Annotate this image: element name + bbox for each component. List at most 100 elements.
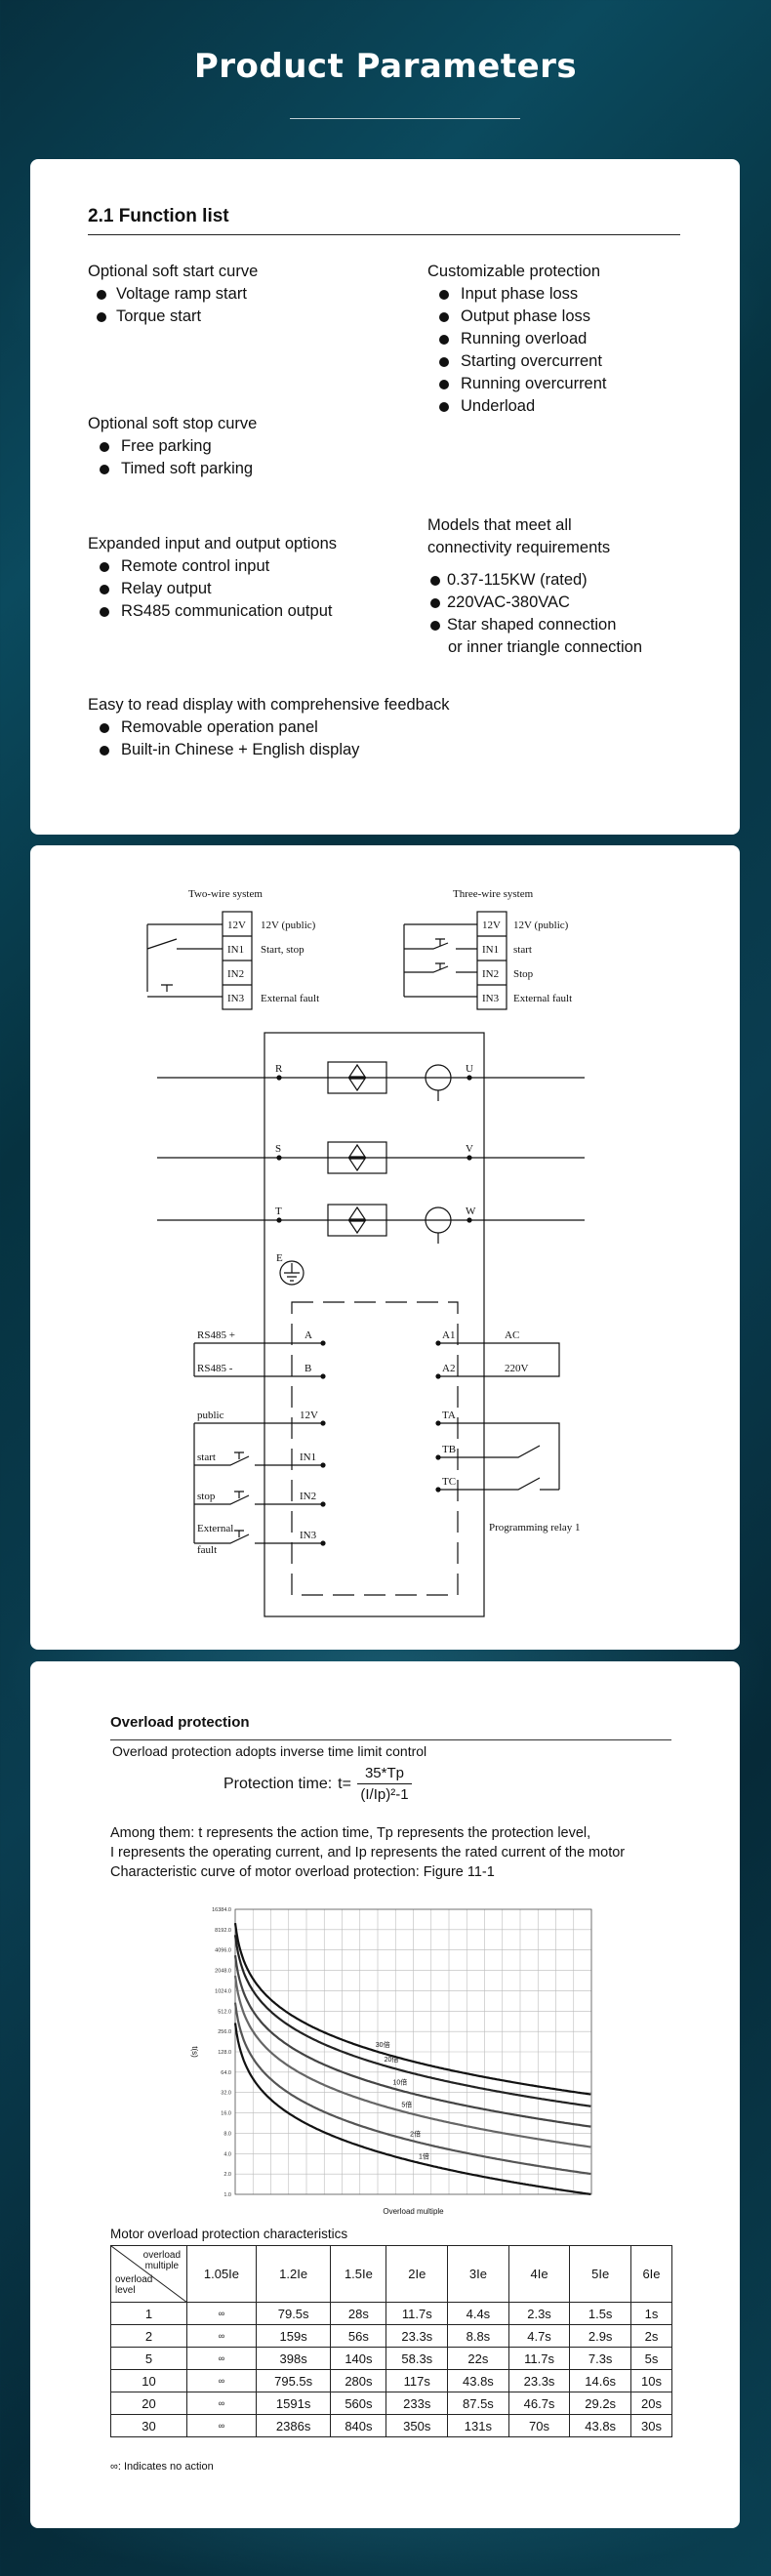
table-cell: 233s <box>386 2392 449 2415</box>
series-label: 10倍 <box>392 2077 407 2086</box>
table-cell: 20s <box>629 2392 673 2415</box>
corner-text: level <box>115 2285 136 2296</box>
y-tick-label: 2048.0 <box>215 1969 231 1975</box>
table-column-header: 1.2Ie <box>255 2245 332 2303</box>
list-item: Input phase loss <box>427 283 607 306</box>
phase-T <box>157 1204 585 1244</box>
soft-start-block: Optional soft start curve Voltage ramp s… <box>88 261 258 328</box>
table-cell: 280s <box>330 2369 387 2392</box>
corner-text: overload <box>115 2274 153 2285</box>
table-row-header: 20 <box>110 2392 187 2415</box>
y-tick-label: 16384.0 <box>212 1907 231 1913</box>
series-label: 1倍 <box>419 2152 429 2161</box>
series-line <box>233 2023 591 2195</box>
section-divider <box>110 1739 671 1740</box>
phase-S <box>157 1141 585 1174</box>
table-cell: 840s <box>330 2414 387 2437</box>
y-tick-label: 1024.0 <box>215 1988 231 1994</box>
voltage-label: 220V <box>505 1363 529 1374</box>
table-cell: 4.7s <box>507 2324 571 2348</box>
relay-terminal: TA <box>442 1410 456 1421</box>
table-cell: 2.3s <box>507 2302 571 2325</box>
terminal-desc: Start, stop <box>261 944 304 956</box>
corner-text: multiple <box>144 2261 180 2271</box>
y-tick-label: 512.0 <box>218 2009 231 2015</box>
terminal-label: IN2 <box>482 968 499 980</box>
three-wire-title: Three-wire system <box>453 888 534 900</box>
y-axis-label: t(s) <box>190 2046 199 2058</box>
models-block: Models that meet all connectivity requir… <box>427 514 642 659</box>
y-tick-label: 128.0 <box>218 2050 231 2056</box>
explanation-line: Characteristic curve of motor overload p… <box>110 1864 495 1880</box>
y-tick-label: 256.0 <box>218 2029 231 2035</box>
phase-label: U <box>466 1063 473 1075</box>
y-tick-label: 8.0 <box>223 2131 231 2137</box>
table-cell: 58.3s <box>386 2347 449 2370</box>
rs485-minus-label: RS485 - <box>197 1363 233 1374</box>
table-cell: 30s <box>629 2414 673 2437</box>
table-column-header: 2Ie <box>386 2245 449 2303</box>
corner-diagonal <box>111 2246 187 2303</box>
series-line <box>233 1955 591 2128</box>
explanation-line: I represents the operating current, and … <box>110 1845 626 1860</box>
table-cell: 398s <box>255 2347 332 2370</box>
ground-icon <box>279 1260 304 1286</box>
list-item: 0.37-115KW (rated) <box>427 569 642 592</box>
terminal-desc: 12V (public) <box>513 920 569 931</box>
table-cell: 2.9s <box>569 2324 631 2348</box>
section-title: Overload protection <box>110 1714 250 1731</box>
table-cell: 1591s <box>255 2392 332 2415</box>
table-cell: 46.7s <box>507 2392 571 2415</box>
page-title: Product Parameters <box>193 47 578 86</box>
table-column-header: 3Ie <box>447 2245 509 2303</box>
table-cell: 560s <box>330 2392 387 2415</box>
terminal-label: B <box>304 1363 311 1374</box>
y-tick-label: 16.0 <box>221 2111 231 2117</box>
y-tick-label: 8192.0 <box>215 1928 231 1934</box>
input-label: public <box>197 1410 224 1421</box>
protection-time-formula: Protection time: t= 35*Tp (I/Ip)²-1 <box>223 1765 412 1803</box>
series-line <box>233 1922 591 2096</box>
models-heading-2: connectivity requirements <box>427 539 611 556</box>
list-item: Removable operation panel <box>88 716 450 739</box>
list-item: RS485 communication output <box>88 600 337 623</box>
table-column-header: 6Ie <box>629 2245 673 2303</box>
terminal-label: 12V <box>300 1410 318 1421</box>
table-cell: 43.8s <box>569 2414 631 2437</box>
table-cell: 2386s <box>255 2414 332 2437</box>
list-item: Output phase loss <box>427 306 607 328</box>
title-underline <box>290 118 520 119</box>
io-heading: Expanded input and output options <box>88 535 338 552</box>
input-label: stop <box>197 1491 216 1502</box>
table-cell: 5s <box>629 2347 673 2370</box>
table-column-header: 5Ie <box>569 2245 631 2303</box>
function-list-card: 2.1 Function list Optional soft start cu… <box>30 159 740 835</box>
table-column-header: 1.05Ie <box>186 2245 257 2303</box>
list-item: Remote control input <box>88 555 337 578</box>
table-cell: 11.7s <box>386 2302 449 2325</box>
list-item: 220VAC-380VAC <box>427 592 642 614</box>
table-cell: ∞ <box>186 2414 257 2437</box>
list-item: Relay output <box>88 578 337 600</box>
list-item: Free parking <box>88 435 257 458</box>
terminal-label: IN2 <box>300 1491 316 1502</box>
phase-label: R <box>275 1063 283 1075</box>
formula-fraction: 35*Tp (I/Ip)²-1 <box>356 1765 412 1803</box>
list-item: Running overload <box>427 328 607 350</box>
soft-start-heading: Optional soft start curve <box>88 263 259 280</box>
input-label: fault <box>197 1544 217 1556</box>
protection-heading: Customizable protection <box>427 263 601 280</box>
table-cell: 28s <box>330 2302 387 2325</box>
terminal-label: IN1 <box>482 944 499 956</box>
list-item: Starting overcurrent <box>427 350 607 373</box>
control-board-outline <box>291 1301 459 1596</box>
io-block: Expanded input and output options Remote… <box>88 533 337 623</box>
table-cell: 14.6s <box>569 2369 631 2392</box>
